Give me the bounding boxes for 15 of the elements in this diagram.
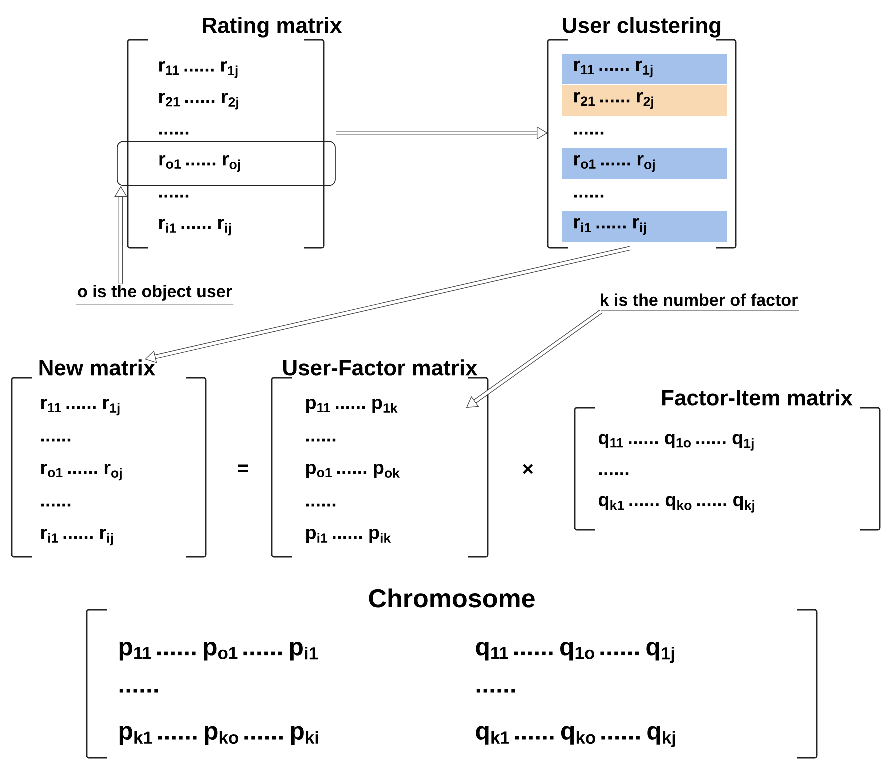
- highlight-frame: r$_{o1}$ ...... r$_{oj}$: [117, 141, 336, 186]
- matrix: User-Factor matrix p$_{11}$ ...... p$_{1k}$ ...... p$_{o1}$ ...... p$_{ok}$ ...... p$_{i1}$ ...... p$_{ik}$: [271, 360, 489, 558]
- highlight-band: r$_{i1}$ ...... r$_{ij}$: [562, 211, 728, 242]
- note-text: o is the object user: [76, 285, 234, 306]
- highlight-band: r$_{11}$ ...... r$_{1j}$: [562, 54, 728, 84]
- highlight-band: r$_{o1}$ ...... r$_{oj}$: [562, 148, 728, 180]
- highlight-band: r$_{21}$ ...... r$_{2j}$: [562, 85, 728, 116]
- hollow-arrow: [145, 246, 631, 364]
- operator-sign: =: [238, 464, 248, 472]
- note-text: k is the number of factor: [598, 294, 800, 311]
- hollow-arrow: [336, 126, 548, 140]
- matrix: New matrix r$_{11}$ ...... r$_{1j}$ ...... r$_{o1}$ ...... r$_{oj}$ ...... r$_{i1}$ ...... r$_{ij}$: [11, 360, 207, 558]
- operator-sign: ×: [523, 464, 533, 474]
- matrix: Chromosome p$_{11}$ ...... p$_{o1}$ ...... p$_{i1}$ q$_{11}$ ...... q$_{1o}$ ...... q$_{1j}$ ...... ...... p$_{k1}$ ...... p$_{ko}$ ...... p$_{ki}$ q$_{k1}$ ...... q$_{ko}$ ...... q$_{kj}$: [86, 588, 818, 759]
- matrix: Factor-Item matrix q$_{11}$ ...... q$_{1o}$ ...... q$_{1j}$ ...... q$_{k1}$ ...... q$_{ko}$ ...... q$_{kj}$: [574, 390, 881, 531]
